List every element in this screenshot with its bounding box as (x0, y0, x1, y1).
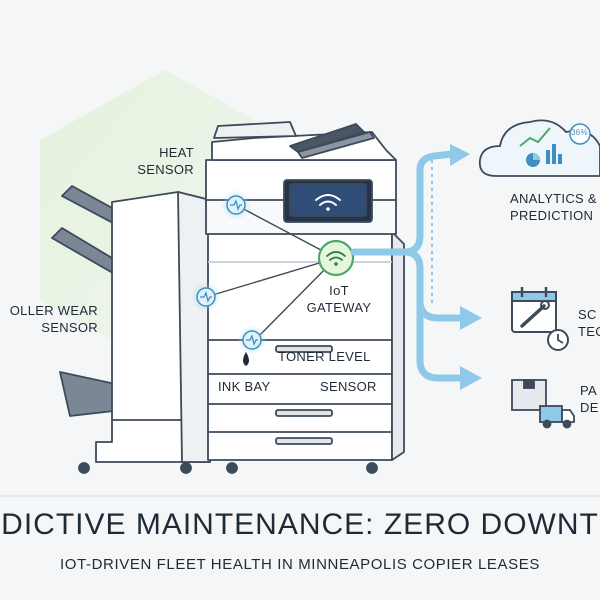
toner-sensor-node (237, 325, 267, 355)
iot-gateway-node (317, 239, 355, 277)
analytics-label: ANALYTICS &PREDICTION (510, 191, 597, 223)
sensor-links (205, 204, 337, 344)
toner-sensor-label: SENSOR (320, 379, 377, 394)
scheduling-label: SCTEC (578, 307, 600, 339)
analytics-percent: 36% (571, 128, 588, 137)
cloud-icon (478, 119, 600, 177)
ink-drop-icon (243, 352, 249, 366)
delivery-truck-icon (511, 379, 575, 429)
heat-sensor-node (221, 190, 251, 220)
clock-icon (547, 329, 569, 351)
wifi-icon (315, 194, 341, 211)
ink-bay-label: INK BAY (218, 379, 271, 394)
data-flow-arrows (350, 150, 466, 382)
toner-level-label: TONER LEVEL (278, 349, 371, 364)
page-subtitle: IOT-DRIVEN FLEET HEALTH IN MINNEAPOLIS C… (60, 556, 540, 573)
page-title: DICTIVE MAINTENANCE: ZERO DOWNT (1, 508, 599, 541)
roller-wear-sensor-node (191, 282, 221, 312)
arrow-heads (450, 144, 482, 390)
copier-machine (51, 121, 405, 474)
calendar-wrench-icon (511, 287, 557, 333)
